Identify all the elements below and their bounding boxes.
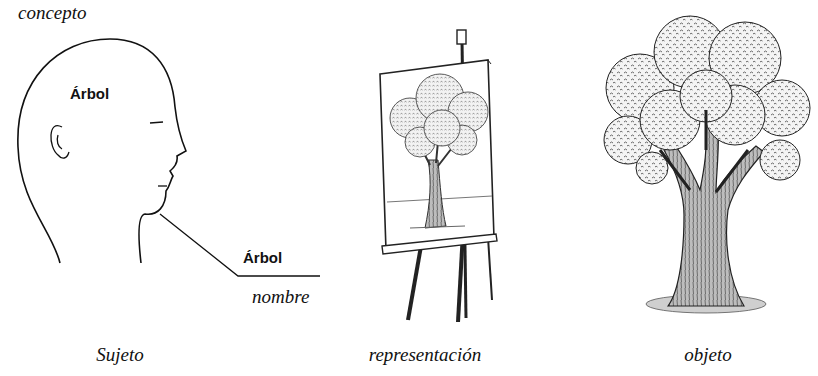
face-detail [51,126,69,159]
painted-tree [387,74,492,228]
representation-label: representación [369,345,482,366]
subject-label: Sujeto [96,345,144,366]
name-label: nombre [252,287,309,308]
tree [604,16,810,313]
leader-line [160,214,320,276]
object-label: objeto [684,345,732,366]
head-profile: Árbol [10,25,195,275]
head-outline [10,25,195,275]
easel [380,30,497,322]
concept-word: Árbol [70,85,109,102]
face-detail [158,185,167,186]
face-detail [57,135,62,149]
head-outline-path [18,39,186,263]
face-detail [150,122,163,123]
concept-label: concepto [18,3,87,24]
name-word: Árbol [243,250,282,267]
